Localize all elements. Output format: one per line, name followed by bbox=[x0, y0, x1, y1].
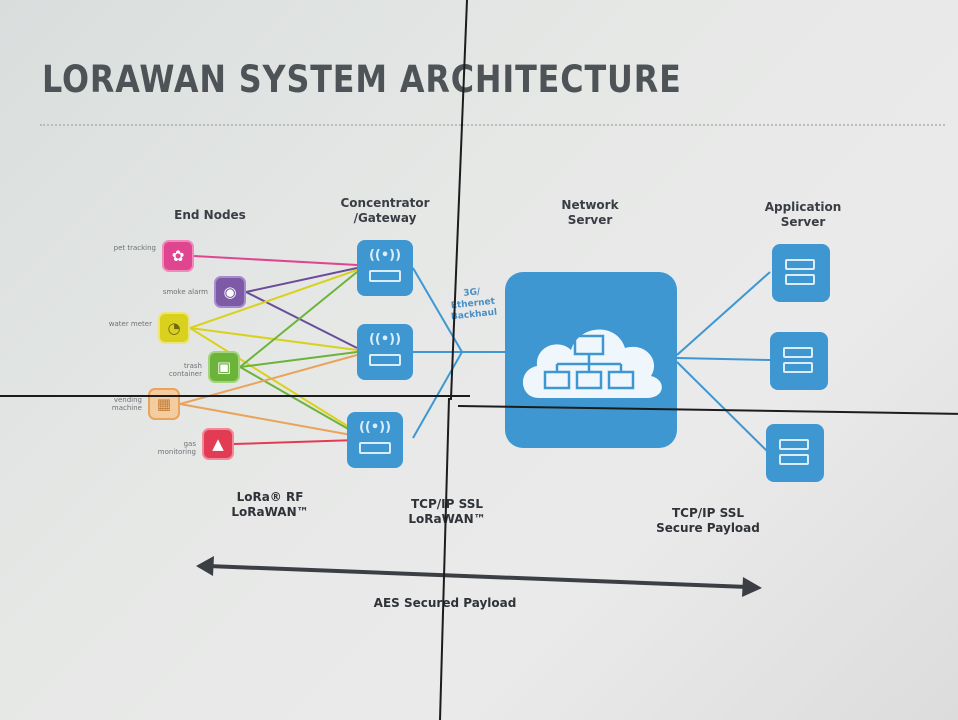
paw-icon: ✿ bbox=[162, 240, 194, 272]
link-gas-gw3 bbox=[233, 439, 358, 445]
gateway-box-icon bbox=[369, 354, 401, 366]
gateway-3: ((•)) bbox=[347, 412, 403, 468]
end-nodes-heading: End Nodes bbox=[174, 208, 246, 222]
gas-monitoring-icon: ▲ bbox=[202, 428, 234, 460]
link-smoke-gw1 bbox=[245, 267, 358, 293]
vending-machine-icon: ▦ bbox=[148, 388, 180, 420]
link-ns-as2 bbox=[676, 357, 771, 361]
link-trash-gw1 bbox=[239, 271, 358, 368]
water-meter-icon: ◔ bbox=[158, 312, 190, 344]
vending-machine-label: vending machine bbox=[111, 396, 142, 412]
link-trash-gw2 bbox=[239, 351, 358, 368]
server-icon bbox=[783, 347, 813, 358]
water-meter-label: water meter bbox=[108, 320, 152, 328]
lora-protocol-caption: LoRa® RF LoRaWAN™ bbox=[231, 490, 309, 519]
server-icon bbox=[785, 274, 815, 285]
pet-tracking-label: pet tracking bbox=[113, 244, 156, 252]
smoke-alarm-label: smoke alarm bbox=[162, 288, 208, 296]
smoke-alarm-icon: ◉ bbox=[214, 276, 246, 308]
antenna-icon: ((•)) bbox=[358, 420, 392, 435]
span-arrow-right-head bbox=[742, 577, 762, 597]
link-water-gw1 bbox=[189, 269, 358, 329]
network-server bbox=[505, 272, 677, 448]
link-ns-as1 bbox=[676, 271, 771, 356]
server-icon bbox=[779, 439, 809, 450]
span-arrow-label: AES Secured Payload bbox=[373, 596, 517, 610]
secure-payload-caption: TCP/IP SSL Secure Payload bbox=[656, 506, 760, 535]
link-vending-gw3 bbox=[179, 403, 358, 437]
bezel-seam-horizontal-left bbox=[0, 395, 470, 397]
link-pet-gw1 bbox=[193, 255, 358, 266]
link-smoke-gw2 bbox=[245, 291, 358, 349]
link-water-gw3 bbox=[189, 327, 358, 433]
application-server-heading: Application Server bbox=[764, 200, 842, 229]
span-arrow-left-head bbox=[196, 556, 214, 576]
span-arrow-line bbox=[207, 564, 749, 589]
gateway-box-icon bbox=[369, 270, 401, 282]
gas-monitoring-label: gas monitoring bbox=[157, 440, 196, 456]
gateway-1: ((•)) bbox=[357, 240, 413, 296]
trash-container-label: trash container bbox=[168, 362, 202, 378]
server-icon bbox=[783, 362, 813, 373]
title-divider bbox=[40, 124, 945, 126]
antenna-icon: ((•)) bbox=[368, 248, 402, 263]
link-ns-as3 bbox=[676, 361, 769, 453]
server-icon bbox=[779, 454, 809, 465]
antenna-icon: ((•)) bbox=[368, 332, 402, 347]
gateway-2: ((•)) bbox=[357, 324, 413, 380]
trash-container-icon: ▣ bbox=[208, 351, 240, 383]
network-server-heading: Network Server bbox=[561, 198, 619, 227]
application-server-2 bbox=[770, 332, 828, 390]
backhaul-label: 3G/ Ethernet Backhaul bbox=[450, 287, 498, 323]
application-server-1 bbox=[772, 244, 830, 302]
gateway-heading: Concentrator /Gateway bbox=[340, 196, 430, 225]
gateway-box-icon bbox=[359, 442, 391, 454]
link-trash-gw3 bbox=[239, 366, 358, 435]
slide-title: LORAWAN SYSTEM ARCHITECTURE bbox=[42, 58, 682, 101]
server-icon bbox=[785, 259, 815, 270]
cloud-network-icon bbox=[522, 329, 662, 398]
application-server-3 bbox=[766, 424, 824, 482]
